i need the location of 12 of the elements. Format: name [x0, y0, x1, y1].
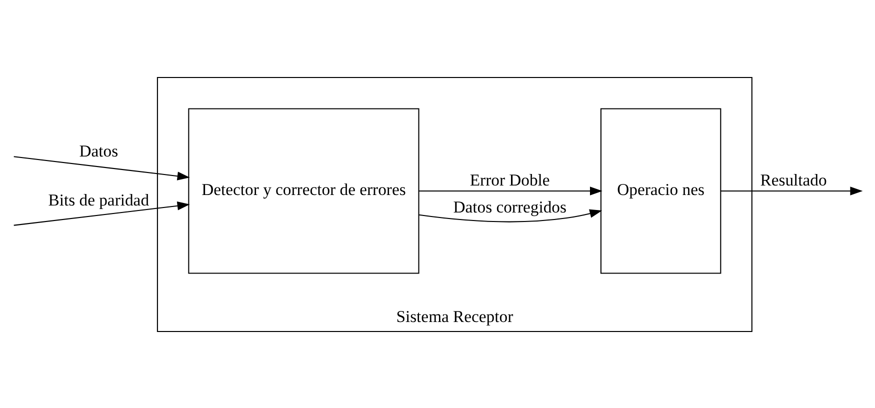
node-box: Detector y corrector de errores [188, 108, 420, 274]
edge-label: Datos corregidos [453, 197, 566, 216]
edge-label: Bits de paridad [48, 190, 150, 209]
node-box: Operacio nes [600, 108, 722, 274]
edge-label: Resultado [760, 170, 827, 190]
edge-label: Datos [79, 140, 118, 160]
arrow [418, 208, 602, 222]
arrow [14, 201, 190, 226]
edge-label: Error Doble [470, 170, 550, 190]
arrow [720, 186, 863, 195]
arrow [419, 186, 602, 195]
arrow [14, 156, 190, 180]
